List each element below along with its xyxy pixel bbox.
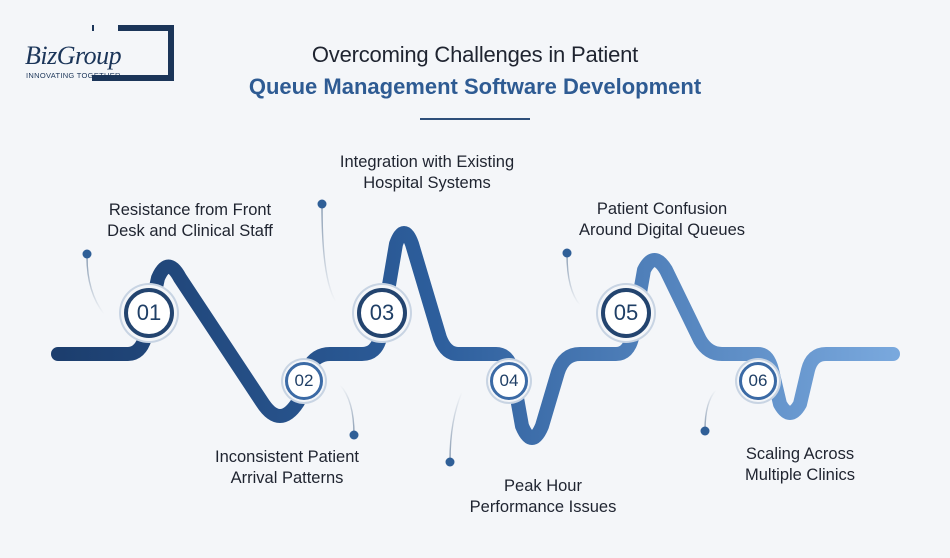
step-label-04: Peak Hour Performance Issues — [470, 476, 617, 518]
step-label-02-line-1: Inconsistent Patient — [214, 448, 360, 466]
step-badge-01: 01 — [124, 288, 174, 338]
step-label-04-line-2: Performance Issues — [469, 498, 617, 516]
connector-dot-02 — [349, 430, 359, 440]
connector-04 — [449, 391, 463, 462]
connector-02 — [339, 384, 355, 436]
logo-tagline: INNOVATING TOGETHER — [26, 71, 121, 80]
title-line-1: Overcoming Challenges in Patient — [311, 42, 639, 67]
step-label-01-line-2: Desk and Clinical Staff — [107, 222, 273, 240]
connector-dot-06 — [700, 426, 710, 436]
wave-line — [51, 226, 900, 445]
step-label-05: Patient Confusion Around Digital Queues — [579, 199, 745, 241]
connector-dot-04 — [445, 457, 455, 467]
step-badge-05: 05 — [601, 288, 651, 338]
step-label-03-line-1: Integration with Existing — [339, 153, 515, 171]
step-label-02-line-2: Arrival Patterns — [230, 469, 344, 487]
connector-06 — [704, 389, 717, 431]
step-badge-04: 04 — [490, 362, 528, 400]
connector-dot-05 — [562, 248, 572, 258]
connector-01 — [86, 256, 105, 315]
bizgroup-logo: BizGroup INNOVATING TOGETHER — [22, 25, 174, 87]
step-badge-06: 06 — [739, 362, 777, 400]
logo-frame — [92, 25, 174, 81]
step-label-03-line-2: Hospital Systems — [363, 174, 491, 192]
step-label-05-line-2: Around Digital Queues — [578, 221, 746, 239]
logo-name: BizGroup — [25, 41, 122, 70]
title-divider — [420, 118, 530, 120]
title-line-2: Queue Management Software Development — [248, 74, 702, 99]
step-label-06-line-1: Scaling Across — [745, 445, 855, 463]
step-label-06-line-2: Multiple Clinics — [744, 466, 856, 484]
step-label-06: Scaling Across Multiple Clinics — [745, 444, 855, 486]
step-label-03: Integration with Existing Hospital Syste… — [340, 152, 514, 194]
connector-05 — [566, 253, 581, 306]
step-label-04-line-1: Peak Hour — [504, 477, 582, 495]
step-label-05-line-1: Patient Confusion — [596, 200, 728, 218]
step-badge-02: 02 — [285, 362, 323, 400]
step-badge-03: 03 — [357, 288, 407, 338]
connector-dot-01 — [82, 249, 92, 259]
connector-03 — [321, 205, 337, 303]
step-label-01-line-1: Resistance from Front — [108, 201, 272, 219]
step-label-01: Resistance from Front Desk and Clinical … — [107, 200, 273, 242]
step-label-02: Inconsistent Patient Arrival Patterns — [215, 447, 359, 489]
connector-dot-03 — [317, 199, 327, 209]
